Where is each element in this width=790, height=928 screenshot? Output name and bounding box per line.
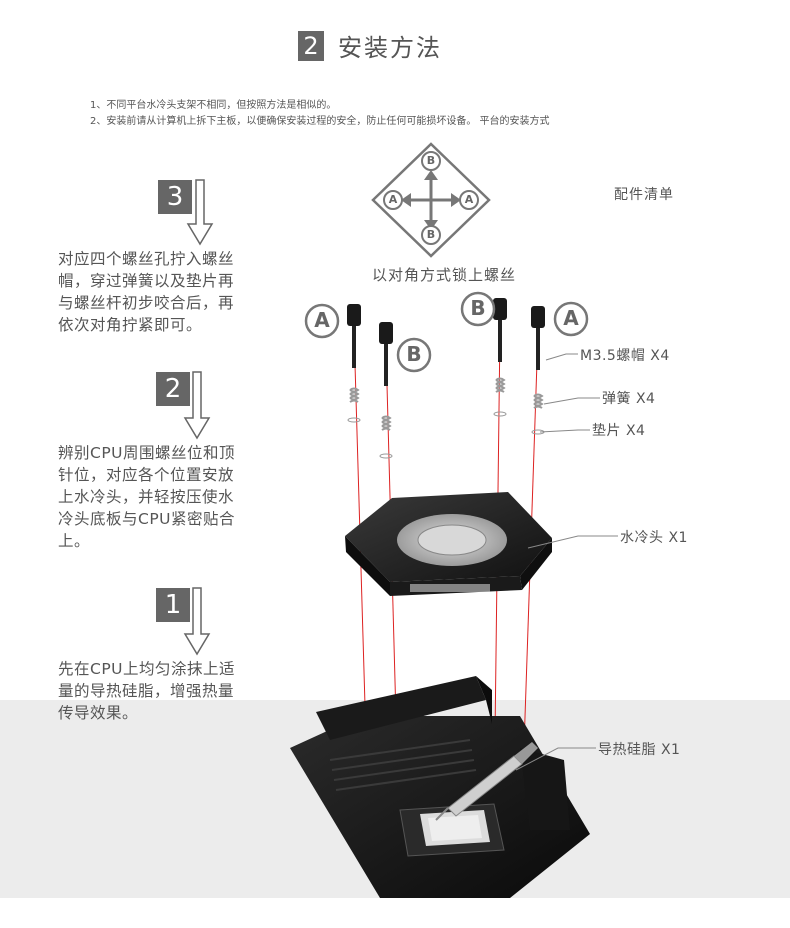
screw-letter-4: A bbox=[563, 306, 579, 330]
step-1-number: 1 bbox=[156, 588, 190, 622]
screws bbox=[347, 298, 545, 459]
parts-list-label: 配件清单 bbox=[614, 187, 674, 203]
screw-2 bbox=[379, 322, 393, 459]
motherboard bbox=[290, 676, 590, 898]
callout-screw-cap: M3.5螺帽 X4 bbox=[580, 348, 670, 364]
diagram-letter-left: A bbox=[388, 193, 398, 206]
callout-spring: 弹簧 X4 bbox=[602, 391, 656, 407]
screw-letter-2: B bbox=[406, 342, 422, 366]
section-title-text: 安装方法 bbox=[338, 34, 442, 62]
diagonal-diagram bbox=[371, 142, 491, 258]
diagram-letter-top: B bbox=[426, 154, 436, 167]
note-2: 2、安装前请从计算机上拆下主板，以便确保安装过程的安全，防止任何可能损坏设备。 … bbox=[90, 116, 550, 127]
section-title: 2 安装方法 bbox=[298, 28, 442, 63]
callout-water-block: 水冷头 X1 bbox=[620, 530, 688, 546]
step-arrow-1 bbox=[183, 587, 211, 656]
step-2-number: 2 bbox=[156, 372, 190, 406]
screw-letter-1: A bbox=[314, 308, 330, 332]
step-2-text: 辨别CPU周围螺丝位和顶针位，对应各个位置安放上水冷头，并轻按压使水冷头底板与C… bbox=[58, 444, 236, 550]
step-arrow-3 bbox=[186, 179, 214, 246]
screw-4 bbox=[531, 306, 545, 435]
diagram-letter-right: A bbox=[464, 193, 474, 206]
thermal-paste-syringe bbox=[435, 742, 538, 821]
water-block bbox=[345, 492, 552, 596]
callout-lines bbox=[515, 353, 618, 771]
step-arrow-2 bbox=[183, 371, 211, 440]
screw-letter-circles bbox=[304, 291, 589, 373]
diagram-letter-bottom: B bbox=[426, 228, 436, 241]
screw-letter-3: B bbox=[470, 296, 486, 320]
screw-3 bbox=[493, 298, 507, 417]
callout-washer: 垫片 X4 bbox=[592, 423, 646, 439]
step-3-text: 对应四个螺丝孔拧入螺丝帽，穿过弹簧以及垫片再与螺丝杆初步咬合后，再依次对角拧紧即… bbox=[58, 250, 235, 334]
note-1: 1、不同平台水冷头支架不相同，但按照方法是相似的。 bbox=[90, 100, 337, 111]
step-3-number: 3 bbox=[158, 180, 192, 214]
screw-1 bbox=[347, 304, 361, 423]
diagram-caption: 以对角方式锁上螺丝 bbox=[372, 266, 517, 284]
section-number: 2 bbox=[298, 30, 324, 61]
step-1-text: 先在CPU上均匀涂抹上适量的导热硅脂，增强热量传导效果。 bbox=[58, 660, 236, 722]
callout-thermal-paste: 导热硅脂 X1 bbox=[598, 742, 681, 758]
